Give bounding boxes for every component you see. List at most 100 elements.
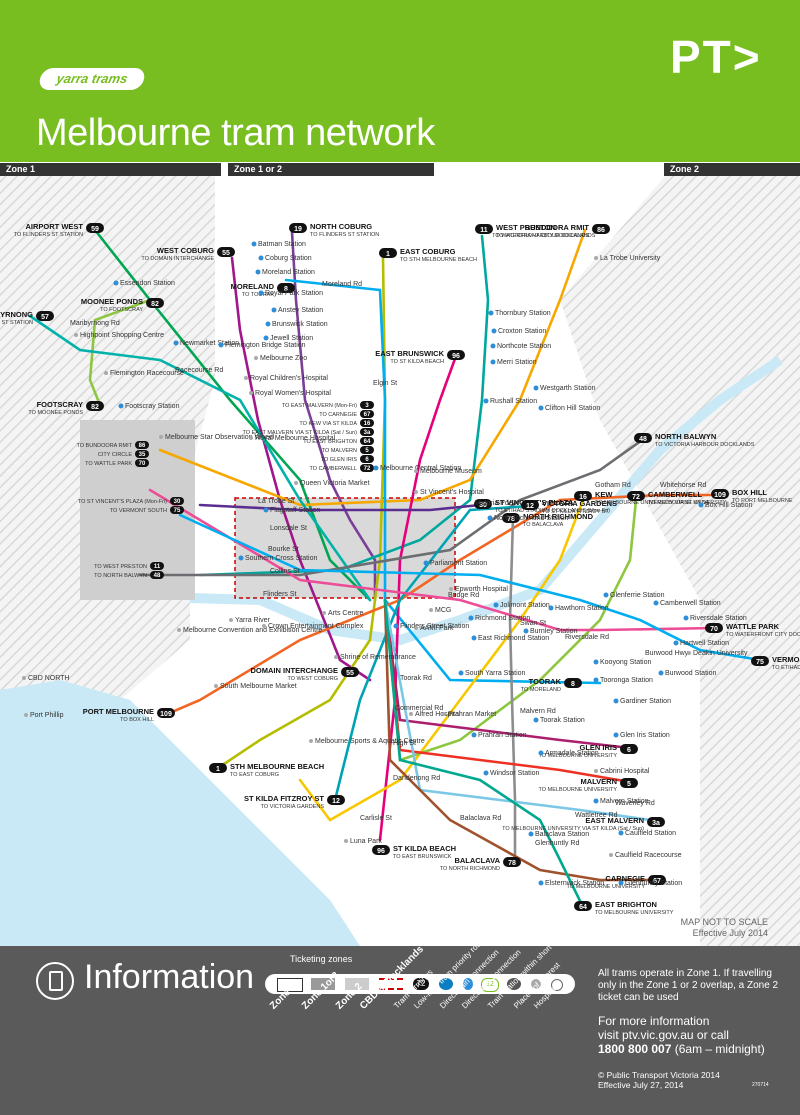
terminus-badge[interactable] — [289, 223, 307, 233]
phone-number[interactable]: 1800 800 007 — [598, 1042, 672, 1056]
docklands-route-badge[interactable] — [135, 450, 149, 458]
terminus-badge[interactable] — [341, 667, 359, 677]
terminus-badge[interactable] — [521, 500, 539, 510]
route-line[interactable] — [290, 230, 377, 602]
central-route-badge[interactable] — [360, 464, 374, 472]
terminus-badge[interactable] — [634, 433, 652, 443]
route-line[interactable] — [158, 228, 587, 507]
route-terminus[interactable]: 57WEST MARIBYRNONGTO FLINDERS ST STATION — [0, 310, 54, 326]
harbour-route-badge[interactable] — [150, 562, 164, 570]
terminus-badge[interactable] — [209, 763, 227, 773]
route-line[interactable] — [383, 598, 652, 822]
terminus-badge[interactable] — [711, 489, 729, 499]
terminus-badge[interactable] — [751, 656, 769, 666]
route-line[interactable] — [508, 516, 517, 862]
terminus-badge[interactable] — [157, 708, 175, 718]
terminus-badge[interactable] — [620, 778, 638, 788]
terminus-badge[interactable] — [372, 845, 390, 855]
terminus-badge[interactable] — [474, 499, 492, 509]
terminus-badge[interactable] — [86, 401, 104, 411]
route-line[interactable] — [88, 298, 152, 407]
central-route-badge[interactable] — [360, 446, 374, 454]
train-connection-icon — [423, 560, 429, 566]
route-line[interactable] — [230, 256, 372, 682]
route-terminus[interactable]: 75VERMONT SOUTHTO ETIHAD STADIUM DOCKLAN… — [751, 655, 800, 671]
central-route-badge[interactable] — [360, 419, 374, 427]
terminus-badge[interactable] — [592, 224, 610, 234]
terminus-badge[interactable] — [503, 857, 521, 867]
terminus-badge[interactable] — [36, 311, 54, 321]
terminus-badge[interactable] — [574, 491, 592, 501]
terminus-badge[interactable] — [475, 224, 493, 234]
route-line[interactable] — [198, 502, 492, 512]
terminus-badge[interactable] — [327, 795, 345, 805]
terminus-badge[interactable] — [620, 744, 638, 754]
docklands-route-badge[interactable] — [135, 441, 149, 449]
central-route-badge[interactable] — [360, 401, 374, 409]
terminus-badge[interactable] — [627, 491, 645, 501]
terminus-badge[interactable] — [564, 678, 582, 688]
street-label: Toorak Rd — [400, 675, 432, 682]
central-route-badge[interactable] — [360, 437, 374, 445]
docklands-route-badge[interactable] — [135, 459, 149, 467]
route-line[interactable] — [383, 598, 632, 750]
terminus-badge[interactable] — [146, 298, 164, 308]
central-route-badge[interactable] — [360, 428, 374, 436]
terminus-badge[interactable] — [502, 513, 520, 523]
route-line[interactable] — [138, 436, 647, 577]
terminus-badge[interactable] — [648, 875, 666, 885]
route-line[interactable] — [148, 488, 717, 632]
more-info-line2[interactable]: visit ptv.vic.gov.au or call — [598, 1028, 729, 1042]
route-line[interactable] — [28, 314, 372, 602]
route-line[interactable] — [298, 498, 585, 822]
terminus-badge[interactable] — [574, 901, 592, 911]
etihad-route-badge[interactable] — [170, 506, 184, 514]
harbour-route-badge[interactable] — [150, 571, 164, 579]
terminus-badge[interactable] — [86, 223, 104, 233]
terminus-badge[interactable] — [277, 283, 295, 293]
terminus-badge[interactable] — [447, 350, 465, 360]
central-route-badge[interactable] — [360, 455, 374, 463]
terminus-badge[interactable] — [705, 623, 723, 633]
terminus-badge[interactable] — [379, 248, 397, 258]
route-line[interactable] — [383, 598, 584, 907]
terminus-badge[interactable] — [647, 817, 665, 827]
route-line[interactable] — [333, 504, 532, 802]
central-route-badge[interactable] — [360, 410, 374, 418]
terminus-badge[interactable] — [217, 247, 235, 257]
etihad-route-badge[interactable] — [170, 497, 184, 505]
route-line[interactable] — [383, 598, 662, 882]
route-line[interactable] — [178, 513, 762, 662]
